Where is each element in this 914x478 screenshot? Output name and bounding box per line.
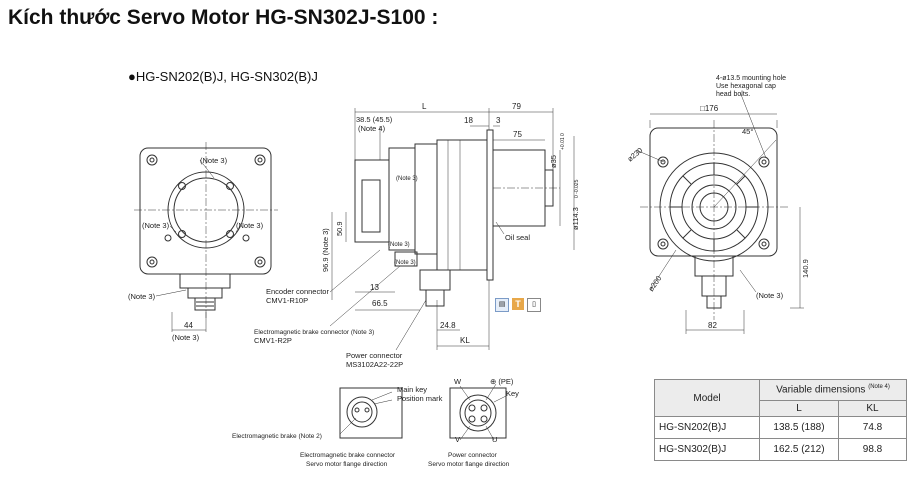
document-icon[interactable]: ▯ <box>527 298 541 312</box>
encoder-connector-part: CMV1-R10P <box>266 296 308 305</box>
page-title: Kích thước Servo Motor HG-SN302J-S100 : <box>8 6 439 29</box>
mount-hole-label: 4-ø13.5 mounting hole <box>716 75 786 82</box>
side-dim-3: 3 <box>496 116 501 125</box>
side-dim-KL: KL <box>460 336 470 345</box>
variable-dimensions-table: Model Variable dimensions (Note 4) L KL … <box>654 379 907 461</box>
position-mark-label: Position mark <box>397 394 443 403</box>
pin-U-label: U <box>492 435 497 444</box>
variable-dimensions-header: Variable dimensions (Note 4) <box>759 379 907 401</box>
front-view <box>134 142 278 332</box>
front-note3-left: (Note 3) <box>142 221 170 230</box>
key-label: Key <box>506 389 519 398</box>
front-note3-top: (Note 3) <box>200 156 228 165</box>
side-dim-114-tol: 0 -0.025 <box>574 179 580 198</box>
mount-hole-label-2: Use hexagonal cap <box>716 83 776 90</box>
brake-connector-pinout <box>339 387 403 439</box>
side-dim-13: 13 <box>370 283 379 292</box>
side-dim-114: ø114.3 <box>571 207 580 230</box>
row-KL: 98.8 <box>838 438 907 461</box>
right-dim-82: 82 <box>708 321 717 330</box>
side-note3-c: (Note 3) <box>394 260 416 266</box>
right-dim-176: □176 <box>700 104 719 113</box>
side-dim-35-tol: +0.01 0 <box>560 133 566 150</box>
right-angle-45: 45° <box>742 127 753 136</box>
front-note3-right: (Note 3) <box>236 221 264 230</box>
col-KL-header: KL <box>838 400 907 417</box>
brake-note2-label: Electromagnetic brake (Note 2) <box>232 433 322 440</box>
power-connector-pinout <box>449 383 507 441</box>
brake-connector-label: Electromagnetic brake connector (Note 3) <box>254 329 374 336</box>
power-caption-1: Power connector <box>448 452 498 459</box>
front-note3-bottom: (Note 3) <box>128 292 156 301</box>
side-note3-b: (Note 3) <box>388 242 410 248</box>
pin-V-label: V <box>455 435 460 444</box>
right-dim-200: ø200 <box>646 274 663 293</box>
side-dim-18: 18 <box>464 116 473 125</box>
end-view <box>635 91 804 334</box>
side-oil-seal: Oil seal <box>505 233 530 242</box>
drawing-subtitle: ●HG-SN202(B)J, HG-SN302(B)J <box>128 69 318 84</box>
side-dim-79: 79 <box>512 102 521 111</box>
side-dim-24: 24.8 <box>440 321 456 330</box>
side-dim-38: 38.5 (45.5) <box>356 115 393 124</box>
side-dim-66: 66.5 <box>372 299 388 308</box>
row-model: HG-SN202(B)J <box>654 416 760 439</box>
side-note4: (Note 4) <box>358 124 386 133</box>
model-header: Model <box>654 379 760 417</box>
brake-connector-part: CMV1-R2P <box>254 336 292 345</box>
power-connector-part: MS3102A22-22P <box>346 360 403 369</box>
right-dim-230: ø230 <box>626 146 645 164</box>
pin-W-label: W <box>454 377 462 386</box>
side-note3-a: (Note 3) <box>396 176 418 182</box>
table-row: HG-SN202(B)J 138.5 (188) 74.8 <box>654 416 907 439</box>
front-note3-dim: (Note 3) <box>172 333 200 342</box>
row-KL: 74.8 <box>838 416 907 439</box>
side-view <box>329 108 575 351</box>
brake-caption-1: Electromagnetic brake connector <box>300 452 396 459</box>
right-dim-140: 140.9 <box>801 259 810 278</box>
text-icon[interactable]: T <box>512 298 524 310</box>
mount-hole-label-3: head bolts. <box>716 91 750 98</box>
row-L: 162.5 (212) <box>759 438 839 461</box>
power-caption-2: Servo motor flange direction <box>428 461 510 468</box>
side-dim-L: L <box>422 102 427 111</box>
col-L-header: L <box>759 400 839 417</box>
front-dim-44: 44 <box>184 321 193 330</box>
row-model: HG-SN302(B)J <box>654 438 760 461</box>
power-connector-label: Power connector <box>346 351 403 360</box>
side-dim-96: 96.9 (Note 3) <box>321 228 330 272</box>
side-dim-35: ø35 <box>549 155 558 168</box>
pin-PE-label: ⊕ (PE) <box>490 377 514 386</box>
side-dim-75: 75 <box>513 130 522 139</box>
image-toolbar: ▤ T ▯ <box>495 298 541 312</box>
copy-icon[interactable]: ▤ <box>495 298 509 312</box>
side-dim-50: 50.9 <box>335 221 344 236</box>
table-row: HG-SN302(B)J 162.5 (212) 98.8 <box>654 438 907 461</box>
brake-caption-2: Servo motor flange direction <box>306 461 388 468</box>
right-note3: (Note 3) <box>756 291 784 300</box>
row-L: 138.5 (188) <box>759 416 839 439</box>
main-key-label: Main key <box>397 385 427 394</box>
encoder-connector-label: Encoder connector <box>266 287 329 296</box>
